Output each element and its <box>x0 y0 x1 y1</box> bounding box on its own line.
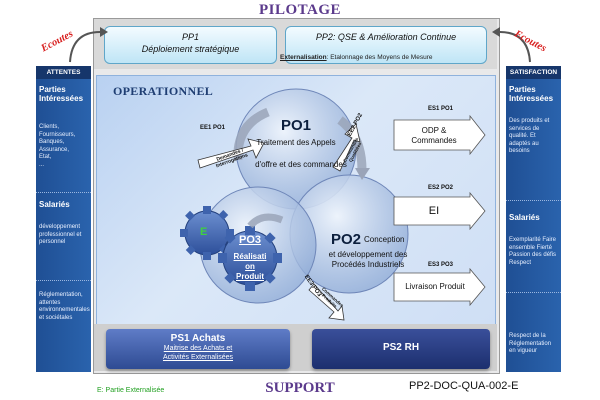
po2-code: PO2 <box>330 231 361 248</box>
ecoutes-left-arrowhead <box>100 27 108 37</box>
cycle-arrowhead <box>355 168 370 180</box>
cycle-arrow <box>247 213 284 229</box>
ee3-arrow <box>308 283 345 321</box>
divider <box>506 292 561 293</box>
externalisation-text: : Etalonnage des Moyens de Mesure <box>326 54 433 61</box>
satisfaction-panel: SATISFACTION Parties Intéressées Des pro… <box>506 66 561 372</box>
attentes-salaries-title: Salariés <box>39 200 70 209</box>
es1-label: ES1 PO1 <box>428 106 454 112</box>
ps2-title: PS2 RH <box>382 342 420 353</box>
ps1-sub-1: Maitrise des Achats et <box>163 345 233 352</box>
divider <box>36 192 91 193</box>
es3-label: ES3 PO3 <box>428 262 454 268</box>
po3-text-3: Produit <box>236 272 264 281</box>
externalisation-label: Externalisation <box>280 54 327 61</box>
po1-text-2: d'offre et des commandes <box>255 160 347 169</box>
po2-text-2: et développement des <box>328 250 408 259</box>
attentes-parties-list: Clients, Fournisseurs, Banques, Assuranc… <box>39 124 88 169</box>
es3-output-arrow <box>393 267 486 307</box>
po3-text-1: Réalisati <box>233 252 267 261</box>
po2-text-3: Procédés Industriels <box>331 260 405 269</box>
ps1-box[interactable]: PS1 Achats Maitrise des Achats et Activi… <box>106 329 290 369</box>
document-reference: PP2-DOC-QUA-002-E <box>409 380 519 392</box>
operationnel-title: OPERATIONNEL <box>113 84 214 98</box>
es2-output-arrow <box>393 191 486 231</box>
po3-code: PO3 <box>238 234 261 246</box>
ps1-title: PS1 Achats <box>170 333 226 344</box>
pp1-title: PP1 <box>181 32 199 42</box>
es1-output-arrow <box>393 114 486 156</box>
attentes-panel: ATTENTES Parties Intéressées Clients, Fo… <box>36 66 91 372</box>
list-item: Fournisseurs, <box>39 131 76 138</box>
list-item: Clients, <box>39 124 60 130</box>
ps1-sub-2: Activités Externalisées <box>162 354 234 361</box>
satisfaction-salaries-text: Exemplarité Faire ensemble Fierté Passio… <box>509 237 557 266</box>
pilotage-title: PILOTAGE <box>258 2 342 18</box>
list-item: Etat, <box>39 154 52 160</box>
divider <box>36 280 91 281</box>
ee2-arrow <box>332 123 361 172</box>
es1-output-text-2: Commandes <box>411 136 457 145</box>
satisfaction-salaries-title: Salariés <box>509 213 540 222</box>
ee1-label: EE1 PO1 <box>200 125 226 131</box>
divider <box>506 200 561 201</box>
es3-output-text: Livraison Produit <box>405 282 465 291</box>
po3-text-2: on <box>245 262 255 271</box>
pp2-title: PP2: QSE & Amélioration Continue <box>315 32 457 42</box>
ee1-arrow <box>197 138 265 169</box>
ps2-box[interactable]: PS2 RH <box>312 329 490 369</box>
ecoutes-arrows <box>69 27 531 63</box>
po1-code: PO1 <box>280 117 311 134</box>
pp1-box[interactable]: PP1 Déploiement stratégique <box>104 26 277 64</box>
support-title: SUPPORT <box>265 380 335 396</box>
ecoutes-right-arrowhead <box>492 27 500 37</box>
ecoutes-right-arrow <box>499 31 531 63</box>
satisfaction-header: SATISFACTION <box>506 66 561 79</box>
satisfaction-reglementation-text: Respect de la Réglementation en vigueur <box>509 333 552 354</box>
ecoutes-left-arrow <box>69 31 101 63</box>
pp2-box[interactable]: PP2: QSE & Amélioration Continue <box>285 26 487 64</box>
es2-output-text: EI <box>428 205 440 217</box>
satisfaction-parties-title: Parties Intéressées <box>509 85 554 103</box>
attentes-salaries-text: développement professionnel et personnel <box>39 224 82 245</box>
list-item: ... <box>39 161 45 168</box>
es2-label: ES2 PO2 <box>428 185 454 191</box>
pp1-subtitle: Déploiement stratégique <box>141 44 240 54</box>
externalisation-note: Externalisation: Etalonnage des Moyens d… <box>280 54 432 61</box>
gear-icon <box>218 226 282 291</box>
po1-text-1: Traitement des Appels <box>256 138 336 147</box>
externalised-marker: E <box>200 226 208 238</box>
po2-text-1: Conception <box>364 235 405 244</box>
attentes-reglementation-text: Réglementation, attentes environnemental… <box>39 292 90 321</box>
list-item: Assurance, <box>39 146 70 153</box>
externalised-legend: E: Partie Externalisée <box>97 387 165 394</box>
es1-output-text-1: ODP & <box>421 126 447 135</box>
attentes-parties-title: Parties Intéressées <box>39 85 84 103</box>
attentes-header: ATTENTES <box>36 66 91 79</box>
es1-output-text: ODP & Commandes <box>398 126 470 146</box>
list-item: Banques, <box>39 139 65 145</box>
satisfaction-parties-text: Des produits et services de qualité. Et … <box>509 118 550 154</box>
